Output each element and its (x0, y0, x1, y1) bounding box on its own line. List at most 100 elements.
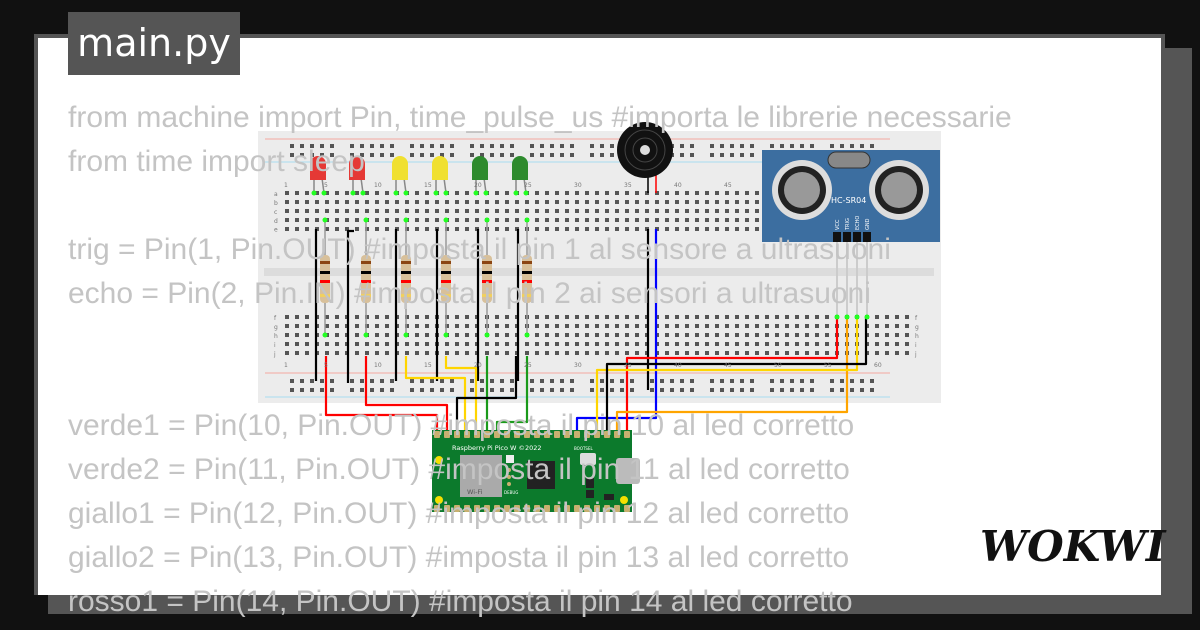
breadboard-hole (725, 315, 729, 319)
breadboard-hole (555, 218, 559, 222)
resistor-band (482, 280, 492, 283)
breadboard-hole (675, 342, 679, 346)
red-wire (364, 356, 449, 434)
rail-hole (310, 153, 314, 157)
breadboard-hole (555, 351, 559, 355)
breadboard-hole (735, 218, 739, 222)
breadboard-hole (675, 209, 679, 213)
code-line: trig = Pin(1, Pin.OUT) #imposta il pin 1… (68, 233, 891, 266)
breadboard-hole (445, 342, 449, 346)
breadboard-hole (325, 315, 329, 319)
breadboard-hole (685, 342, 689, 346)
resistor-body (441, 255, 451, 303)
breadboard-hole (295, 342, 299, 346)
breadboard-hole (585, 227, 589, 231)
rail-hole (570, 153, 574, 157)
pico-pin (564, 431, 570, 438)
breadboard-hole (365, 351, 369, 355)
breadboard-hole (375, 342, 379, 346)
resistor-pin (484, 332, 490, 338)
pico-label: Raspberry Pi Pico W ©2022 (452, 444, 542, 452)
rail-hole (530, 153, 534, 157)
resistor-band (522, 280, 532, 283)
row-letter: c (274, 209, 277, 216)
breadboard-hole (405, 209, 409, 213)
resistor-body (482, 255, 492, 303)
file-tab[interactable]: main.py (68, 12, 240, 75)
breadboard-hole (765, 351, 769, 355)
resistor-body (361, 255, 371, 303)
breadboard-hole (685, 351, 689, 355)
rail-hole (380, 379, 384, 383)
breadboard-hole (335, 200, 339, 204)
green-wire (495, 356, 529, 434)
rail-hole (420, 388, 424, 392)
breadboard-hole (615, 342, 619, 346)
breadboard-hole (375, 324, 379, 328)
breadboard-hole (465, 227, 469, 231)
breadboard-hole (355, 218, 359, 222)
code-line: verde1 = Pin(10, Pin.OUT) #imposta il pi… (68, 409, 855, 442)
breadboard-hole (535, 209, 539, 213)
code-view: from machine import Pin, time_pulse_us #… (68, 96, 1012, 624)
rail-hole (620, 388, 624, 392)
breadboard-hole (815, 324, 819, 328)
rail-hole (420, 379, 424, 383)
sensor-pin-contact (834, 314, 840, 320)
rail-hole (390, 379, 394, 383)
breadboard-hole (675, 191, 679, 195)
breadboard-hole (445, 315, 449, 319)
breadboard-hole (455, 218, 459, 222)
led-body (310, 156, 326, 180)
breadboard-hole (575, 209, 579, 213)
breadboard-hole (705, 342, 709, 346)
breadboard-hole (635, 351, 639, 355)
rail-hole (790, 144, 794, 148)
breadboard-hole (715, 209, 719, 213)
rail-hole (430, 153, 434, 157)
breadboard-hole (565, 200, 569, 204)
rail-hole (370, 144, 374, 148)
rail-hole (370, 153, 374, 157)
breadboard-hole (335, 315, 339, 319)
breadboard-hole (745, 351, 749, 355)
resistor-band (320, 280, 330, 283)
rail-hole (670, 388, 674, 392)
breadboard-hole (295, 315, 299, 319)
row-letter: f (274, 315, 277, 322)
rail-hole (470, 388, 474, 392)
led-pin (483, 190, 489, 196)
breadboard-hole (715, 342, 719, 346)
led-pin (523, 190, 529, 196)
rail-hole (800, 144, 804, 148)
code-row: verde2 = Pin(11, Pin.OUT) #imposta il pi… (68, 448, 1012, 492)
breadboard-hole (875, 315, 879, 319)
rail-hole (300, 379, 304, 383)
sensor-pin-contact (854, 314, 860, 320)
rail-hole (860, 144, 864, 148)
rail-hole (860, 379, 864, 383)
rail-hole (710, 388, 714, 392)
led-pin (473, 190, 479, 196)
resistor (361, 217, 371, 338)
breadboard-hole (335, 227, 339, 231)
led (310, 156, 327, 196)
rail-hole (550, 379, 554, 383)
breadboard-hole (875, 342, 879, 346)
led-leg (403, 177, 407, 194)
breadboard-hole (725, 333, 729, 337)
rail-hole (610, 153, 614, 157)
rail-hole (570, 379, 574, 383)
pico-pin (584, 505, 590, 512)
breadboard-hole (735, 333, 739, 337)
breadboard-hole (695, 351, 699, 355)
breadboard-hole (655, 209, 659, 213)
rail-hole (440, 144, 444, 148)
yellow-wire (404, 356, 467, 434)
pico-pin (464, 505, 470, 512)
breadboard-hole (575, 315, 579, 319)
breadboard-hole (395, 200, 399, 204)
breadboard-hole (575, 351, 579, 355)
breadboard-hole (705, 218, 709, 222)
column-number: 45 (724, 182, 732, 189)
